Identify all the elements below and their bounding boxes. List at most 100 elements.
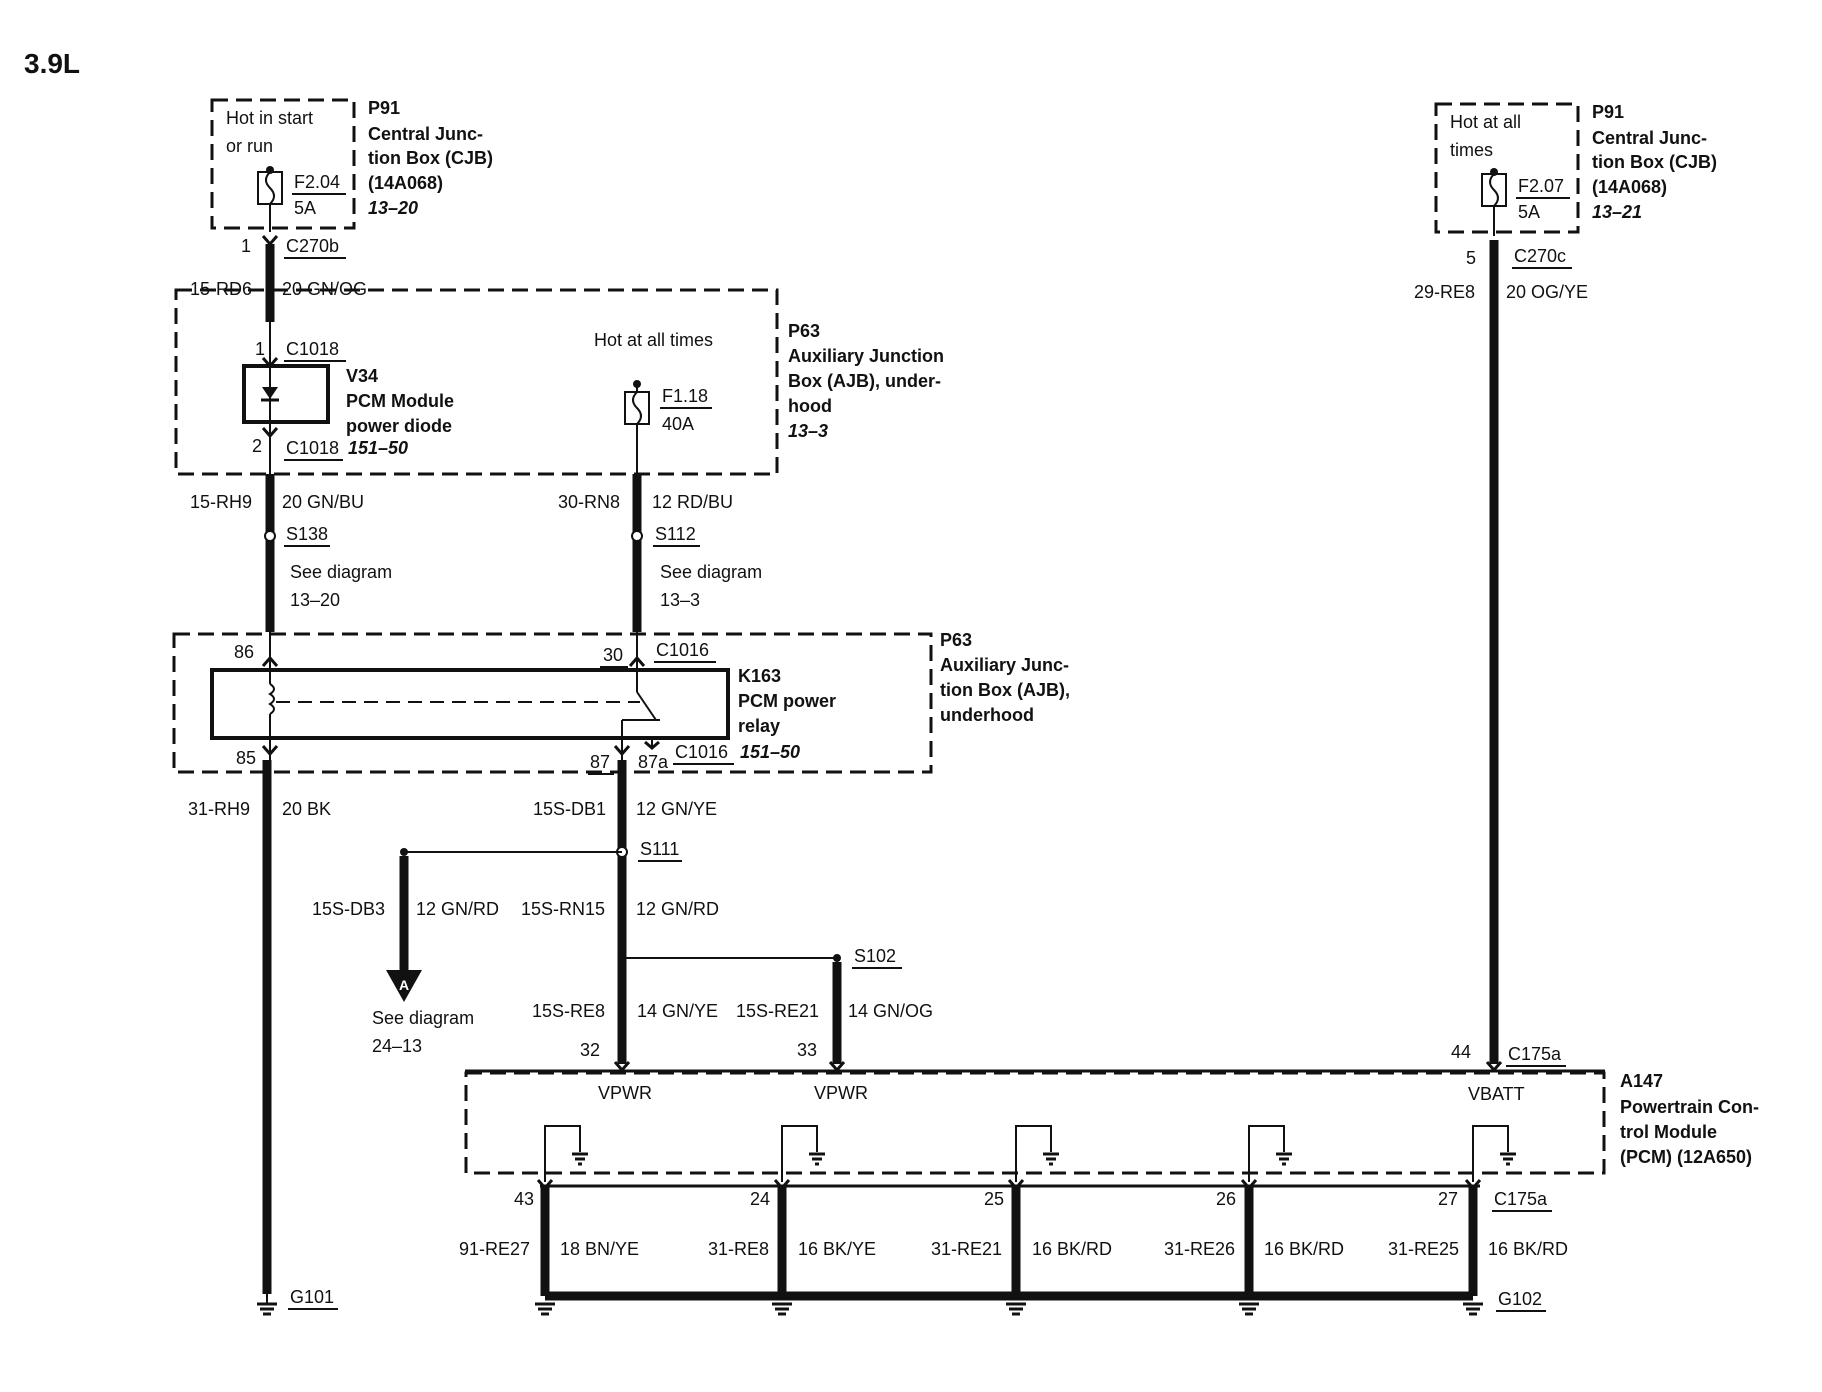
pcm-ref: A147 [1620,1071,1663,1091]
connector-arrow-icon [644,740,660,750]
wire-d-splice: S111 [640,839,679,859]
cjb-left-page: 13–20 [368,198,418,218]
ground-gauge: 16 BK/YE [798,1239,876,1259]
ajb-top-conn-page: 151–50 [348,438,408,458]
pcm-conn-bot: C175a [1494,1189,1548,1209]
ground-g101: G101 [290,1287,334,1307]
fuse-icon [1481,168,1507,207]
cjb-left-ref: P91 [368,98,400,118]
ground-pin: 26 [1216,1189,1236,1209]
ground-icon [1239,1302,1259,1316]
wire-r-connector: C270c [1514,246,1566,266]
wire-a-pin: 1 [241,236,251,256]
ground-circuit: 31-RE25 [1388,1239,1459,1259]
wire-r-pin: 5 [1466,248,1476,268]
ground-circuit: 31-RE21 [931,1239,1002,1259]
wire-f-circuit: 15S-RN15 [521,899,605,919]
cjb-right-hot-line2: times [1450,140,1493,160]
cjb-right-hot-line1: Hot at all [1450,112,1521,132]
relay-box [210,668,730,740]
diode-icon [261,366,279,422]
wire-b-gauge: 20 GN/BU [282,492,364,512]
ground-pin: 43 [514,1189,534,1209]
ajb-top-ref: P63 [788,321,820,341]
ground-circuit: 31-RE8 [708,1239,769,1259]
cjb-left-hot-line2: or run [226,136,273,156]
cjb-right-ref: P91 [1592,102,1624,122]
pin-87a: 87a [638,752,669,772]
cjb-right-rating: 5A [1518,202,1540,222]
ajb-relay-conn-top: C1016 [656,640,709,660]
pcm-vpwr1: VPWR [598,1083,652,1103]
connector-arrow-icon [613,745,631,757]
wire-h-splice: S102 [854,946,896,966]
ajb-relay-conn-page: 151–50 [740,742,800,762]
wire-g-pin: 32 [580,1040,600,1060]
cjb-left-box [210,98,356,230]
wire-r-gauge: 20 OG/YE [1506,282,1588,302]
diode-name1: PCM Module [346,391,454,411]
pcm-name3: (PCM) (12A650) [1620,1147,1752,1167]
ground-gauge: 16 BK/RD [1488,1239,1568,1259]
ajb-top-rating: 40A [662,414,694,434]
ajb-top-fuse: F1.18 [662,386,708,406]
ajb-relay-name3: underhood [940,705,1034,725]
ajb-relay-conn-bot: C1016 [675,742,728,762]
splice-s138 [264,530,276,542]
cjb-left-fuse: F2.04 [294,172,340,192]
ground-pin: 25 [984,1189,1004,1209]
wire-d-circuit: 15S-DB1 [533,799,606,819]
diode-name2: power diode [346,416,452,436]
wire-c-see2: 13–3 [660,590,700,610]
wire-e-gauge: 12 GN/RD [416,899,499,919]
relay-name1: PCM power [738,691,836,711]
wire-ground-left-circuit: 31-RH9 [188,799,250,819]
ajb-top-conn-in: C1018 [286,339,339,359]
ajb-relay-ref: P63 [940,630,972,650]
wire-b-circuit: 15-RH9 [190,492,252,512]
cjb-left-name2: tion Box (CJB) [368,148,493,168]
cjb-right-page: 13–21 [1592,202,1642,222]
ground-icon [772,1302,792,1316]
wire-e-circuit: 15S-DB3 [312,899,385,919]
splice-s112 [631,530,643,542]
ajb-top-page: 13–3 [788,421,828,441]
relay-ref: K163 [738,666,781,686]
cjb-right-fuse: F2.07 [1518,176,1564,196]
ground-gauge: 16 BK/RD [1264,1239,1344,1259]
wire-b-see2: 13–20 [290,590,340,610]
ajb-top-box [174,288,779,476]
wire-c-circuit: 30-RN8 [558,492,620,512]
wire-g-circuit: 15S-RE8 [532,1001,605,1021]
ground-icon [1006,1302,1026,1316]
relay-coil-icon [268,670,275,738]
wire-f-gauge: 12 GN/RD [636,899,719,919]
ajb-top-name2: Box (AJB), under- [788,371,941,391]
ground-icon [535,1302,555,1316]
wire-g-gauge: 14 GN/YE [637,1001,718,1021]
cjb-left-part: (14A068) [368,173,443,193]
wire-b-splice: S138 [286,524,328,544]
ground-gauge: 16 BK/RD [1032,1239,1112,1259]
fuse-icon [624,380,650,474]
wire-b-see1: See diagram [290,562,392,582]
wire-a-circuit: 15-RD6 [190,279,252,299]
wire-c-splice: S112 [655,524,696,544]
wire-c-see1: See diagram [660,562,762,582]
connector-arrow-icon [261,427,279,439]
ajb-top-name1: Auxiliary Junction [788,346,944,366]
diode-box [242,364,330,424]
pcm-vbatt: VBATT [1468,1084,1525,1104]
wire-e-see1: See diagram [372,1008,474,1028]
wire-a-connector: C270b [286,236,339,256]
ground-icon [781,1125,825,1182]
cjb-right-name2: tion Box (CJB) [1592,152,1717,172]
cjb-right-part: (14A068) [1592,177,1667,197]
pcm-name1: Powertrain Con- [1620,1097,1759,1117]
pin-85: 85 [236,748,256,768]
ajb-top-pin-out: 2 [252,436,262,456]
connector-a-icon [386,970,422,1002]
ground-pin: 24 [750,1189,770,1209]
ajb-relay-name2: tion Box (AJB), [940,680,1070,700]
